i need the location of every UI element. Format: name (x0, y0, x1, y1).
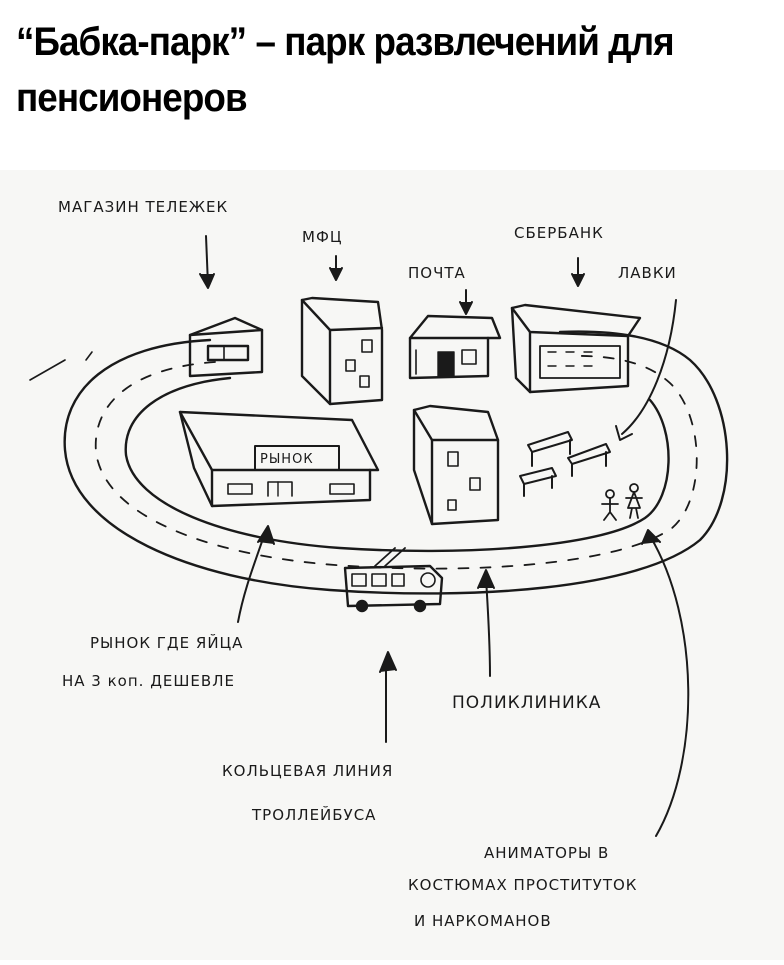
animator-figures (601, 483, 643, 521)
market-sign-text: РЫНОК (260, 452, 314, 467)
label-market-line2: НА 3 коп. ДЕШЕВЛЕ (62, 672, 235, 690)
market-building (178, 410, 380, 508)
label-clinic: ПОЛИКЛИНИКА (452, 693, 601, 713)
mfc-building (300, 296, 384, 406)
label-animators-line3: И НАРКОМАНОВ (414, 912, 552, 930)
sberbank-building (510, 303, 642, 394)
page-title: “Бабка-парк” – парк развлечений для пенс… (16, 20, 675, 120)
post-building (408, 314, 502, 380)
park-sketch: МАГАЗИН ТЕЛЕЖЕК МФЦ СБЕРБАНК ПОЧТА ЛАВКИ… (0, 170, 784, 960)
clinic-building (412, 404, 500, 526)
label-benches: ЛАВКИ (618, 264, 677, 282)
benches (519, 431, 611, 497)
trolleybus (343, 547, 444, 613)
label-market-line1: РЫНОК ГДЕ ЯЙЦА (90, 633, 243, 652)
label-mfc: МФЦ (302, 228, 343, 246)
label-post: ПОЧТА (408, 264, 466, 282)
cart-shop-building (188, 316, 264, 378)
label-trolley-line2: ТРОЛЛЕЙБУСА (251, 805, 376, 824)
arrows (199, 235, 690, 837)
label-animators-line2: КОСТЮМАХ ПРОСТИТУТОК (408, 876, 637, 894)
label-sberbank: СБЕРБАНК (514, 224, 604, 242)
label-cart-shop: МАГАЗИН ТЕЛЕЖЕК (58, 198, 228, 216)
label-animators-line1: АНИМАТОРЫ В (484, 844, 609, 862)
label-trolley-line1: КОЛЬЦЕВАЯ ЛИНИЯ (222, 762, 393, 780)
ring-road (29, 330, 729, 595)
